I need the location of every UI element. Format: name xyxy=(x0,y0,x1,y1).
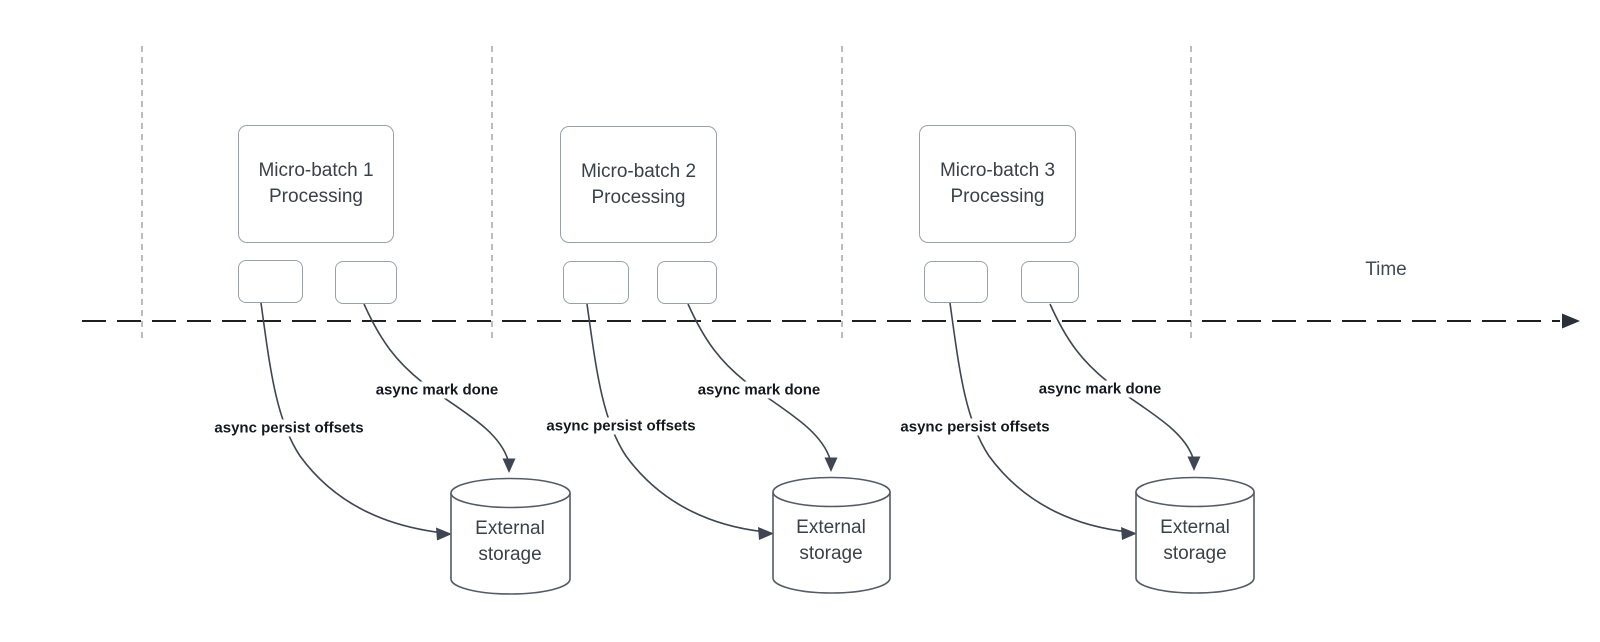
mark-done-label: async mark done xyxy=(1035,380,1165,398)
persist-offsets-label: async persist offsets xyxy=(211,419,367,437)
micro-batch-1-label: Micro-batch 1 Processing xyxy=(258,160,374,207)
external-storage-label: External storage xyxy=(1160,517,1230,564)
mark-done-label: async mark done xyxy=(694,381,824,399)
time-axis-label: Time xyxy=(1365,259,1407,280)
micro-batch-3-offset-task-box xyxy=(924,261,988,303)
mark-done-arrowhead xyxy=(502,458,516,473)
storage-cylinder xyxy=(1135,476,1255,594)
cylinder-body xyxy=(450,493,571,595)
micro-batch-3-box: Micro-batch 3 Processing xyxy=(919,125,1076,243)
persist-offsets-arrowhead xyxy=(1121,527,1137,540)
persist-offsets-label: async persist offsets xyxy=(543,417,699,435)
micro-batch-3-done-task-box xyxy=(1021,261,1079,303)
external-storage-label: External storage xyxy=(475,518,545,565)
mark-done-arrowhead xyxy=(1187,456,1201,471)
micro-batch-1-offset-task-box xyxy=(238,260,303,303)
micro-batch-2-done-task-box xyxy=(657,261,717,304)
cylinder-body xyxy=(772,492,891,594)
cylinder-body xyxy=(1135,492,1255,594)
cylinder-top xyxy=(772,476,891,508)
storage-cylinder xyxy=(772,476,891,594)
micro-batch-2-offset-task-box xyxy=(563,261,629,304)
mark-done-arrowhead xyxy=(824,457,838,472)
micro-batch-2-label: Micro-batch 2 Processing xyxy=(580,160,697,208)
mark-done-label: async mark done xyxy=(372,381,502,399)
micro-batch-2-box: Micro-batch 2 Processing xyxy=(560,126,717,243)
cylinder-top xyxy=(1135,476,1255,508)
persist-offsets-arrowhead xyxy=(758,527,774,540)
persist-offsets-arrowhead xyxy=(436,527,452,541)
cylinder-top xyxy=(450,477,571,509)
persist-offsets-arrow xyxy=(260,302,445,534)
micro-batch-1-done-task-box xyxy=(335,261,397,304)
micro-batch-1-box: Micro-batch 1 Processing xyxy=(238,125,394,243)
persist-offsets-label: async persist offsets xyxy=(897,418,1053,436)
micro-batch-3-label: Micro-batch 3 Processing xyxy=(939,160,1056,207)
storage-cylinder xyxy=(450,477,571,595)
external-storage-label: External storage xyxy=(796,517,866,564)
time-axis-arrowhead xyxy=(1562,313,1580,329)
persist-offsets-arrow xyxy=(949,302,1130,533)
persist-offsets-arrow xyxy=(586,303,767,533)
